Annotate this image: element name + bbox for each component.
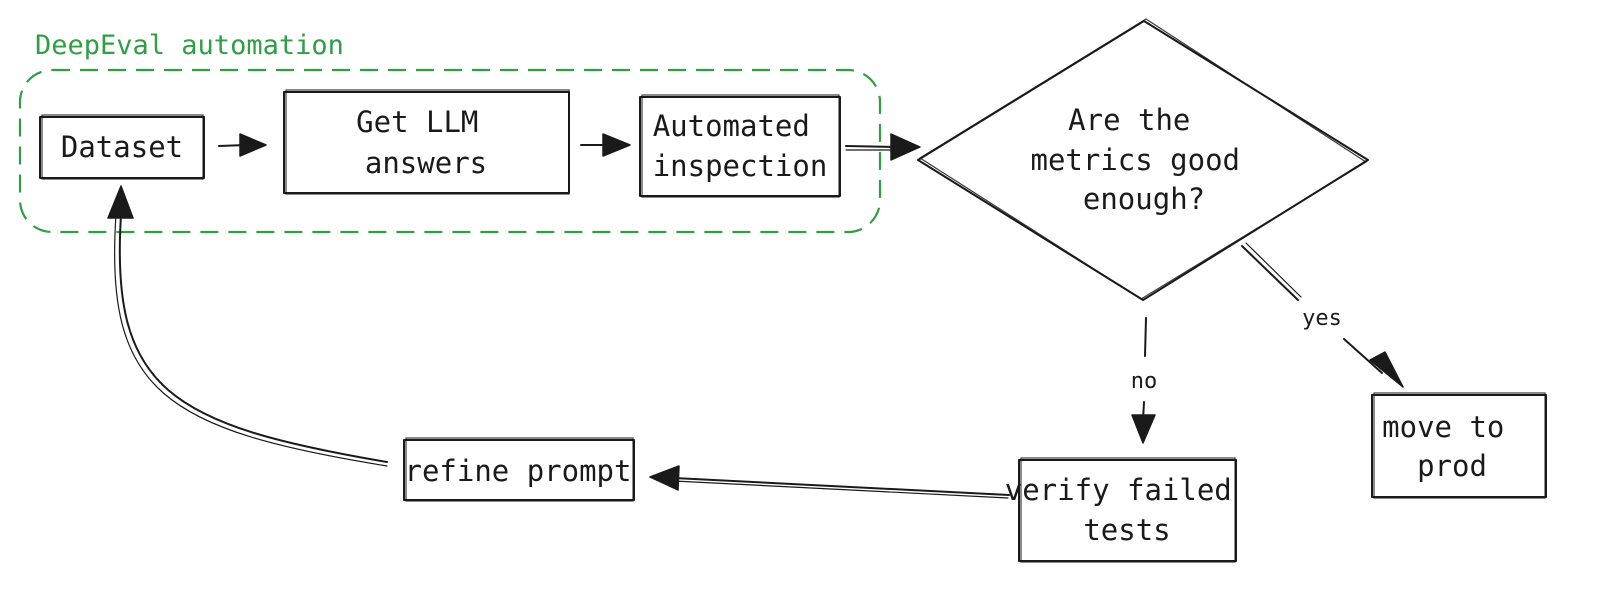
node-automated-inspection-line-1: Automated [653,109,810,143]
node-dataset[interactable]: Dataset [39,114,205,180]
node-verify-failed-tests[interactable]: verify failed tests [1005,457,1249,563]
edge-decision-to-move-to-prod: yes [1241,242,1404,388]
edge-refine-prompt-to-dataset [107,185,388,467]
node-move-to-prod-label: move to prod [1382,410,1522,483]
edge-verify-failed-tests-to-refine-prompt [649,465,1010,499]
node-dataset-label: Dataset [61,130,183,164]
edge-yes-label: yes [1302,306,1342,331]
group-boundary [18,68,882,234]
node-get-llm-answers-label: Get LLM answers [356,105,496,180]
node-verify-failed-tests-line-2: tests [1083,513,1170,547]
node-automated-inspection-label: Automated inspection [653,109,828,183]
edge-no-label: no [1131,369,1158,394]
node-refine-prompt-label: refine prompt [405,454,632,488]
node-move-to-prod[interactable]: move to prod [1371,392,1547,499]
node-decision-line-3: enough? [1083,182,1205,216]
edge-decision-to-verify-failed-tests: no [1131,317,1158,444]
edge-dataset-to-get-llm-answers [218,133,267,157]
node-decision[interactable]: Are the metrics good enough? [917,18,1369,301]
node-decision-line-2: metrics good [1031,143,1241,177]
deepeval-automation-group: DeepEval automation [18,30,882,234]
node-verify-failed-tests-label: verify failed tests [1005,473,1249,547]
node-get-llm-answers-line-1: Get LLM [356,105,478,139]
node-decision-label: Are the metrics good enough? [1031,103,1258,216]
node-automated-inspection[interactable]: Automated inspection [639,94,841,198]
node-refine-prompt[interactable]: refine prompt [403,437,635,502]
node-get-llm-answers-line-2: answers [365,146,487,180]
node-get-llm-answers[interactable]: Get LLM answers [283,89,570,195]
node-move-to-prod-line-2: prod [1417,449,1487,483]
edge-automated-inspection-to-decision [845,133,921,161]
edge-get-llm-answers-to-automated-inspection [580,133,631,157]
node-automated-inspection-line-2: inspection [653,149,828,183]
node-decision-line-1: Are the [1068,103,1190,137]
node-verify-failed-tests-line-1: verify failed [1005,473,1232,507]
group-title: DeepEval automation [35,30,344,61]
node-move-to-prod-line-1: move to [1382,410,1504,444]
